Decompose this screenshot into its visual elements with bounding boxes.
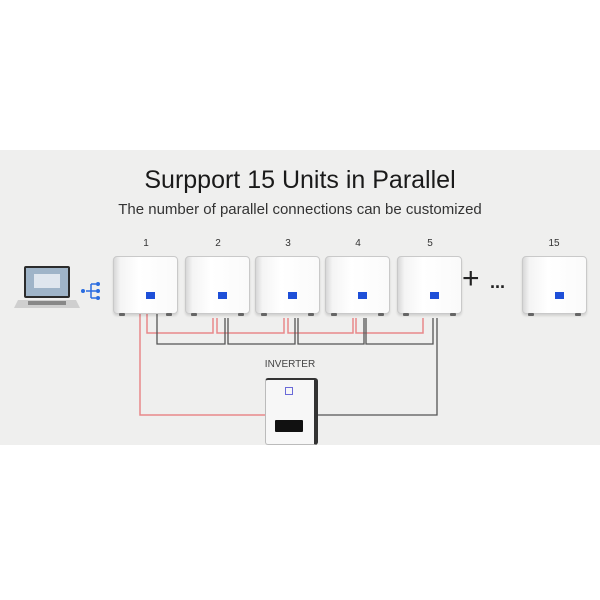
battery-unit-5 — [397, 256, 462, 316]
unit-label-5: 5 — [427, 238, 433, 249]
laptop-icon — [14, 266, 80, 308]
unit-label-1: 1 — [143, 238, 149, 249]
screen-icon — [430, 292, 439, 299]
inverter-label: INVERTER — [264, 359, 316, 370]
battery-unit-3 — [255, 256, 320, 316]
screen-icon — [555, 292, 564, 299]
unit-label-2: 2 — [215, 238, 221, 249]
positive-wires — [139, 313, 424, 416]
screen-icon — [146, 292, 155, 299]
screen-icon — [358, 292, 367, 299]
inverter-display — [275, 420, 303, 432]
screen-icon — [288, 292, 297, 299]
battery-unit-15 — [522, 256, 587, 316]
negative-wires — [156, 313, 438, 416]
unit-label-3: 3 — [285, 238, 291, 249]
ellipsis: ... — [490, 272, 506, 292]
inverter — [265, 378, 318, 445]
screen-icon — [218, 292, 227, 299]
battery-unit-1 — [113, 256, 178, 316]
unit-label-4: 4 — [355, 238, 361, 249]
battery-unit-2 — [185, 256, 250, 316]
inverter-logo-icon — [285, 387, 293, 395]
diagram-title: Surpport 15 Units in Parallel — [144, 166, 456, 194]
plus-symbol: + — [462, 262, 480, 295]
diagram-subtitle: The number of parallel connections can b… — [118, 201, 482, 218]
battery-unit-4 — [325, 256, 390, 316]
unit-label-15: 15 — [548, 238, 560, 249]
network-icon — [81, 282, 100, 300]
